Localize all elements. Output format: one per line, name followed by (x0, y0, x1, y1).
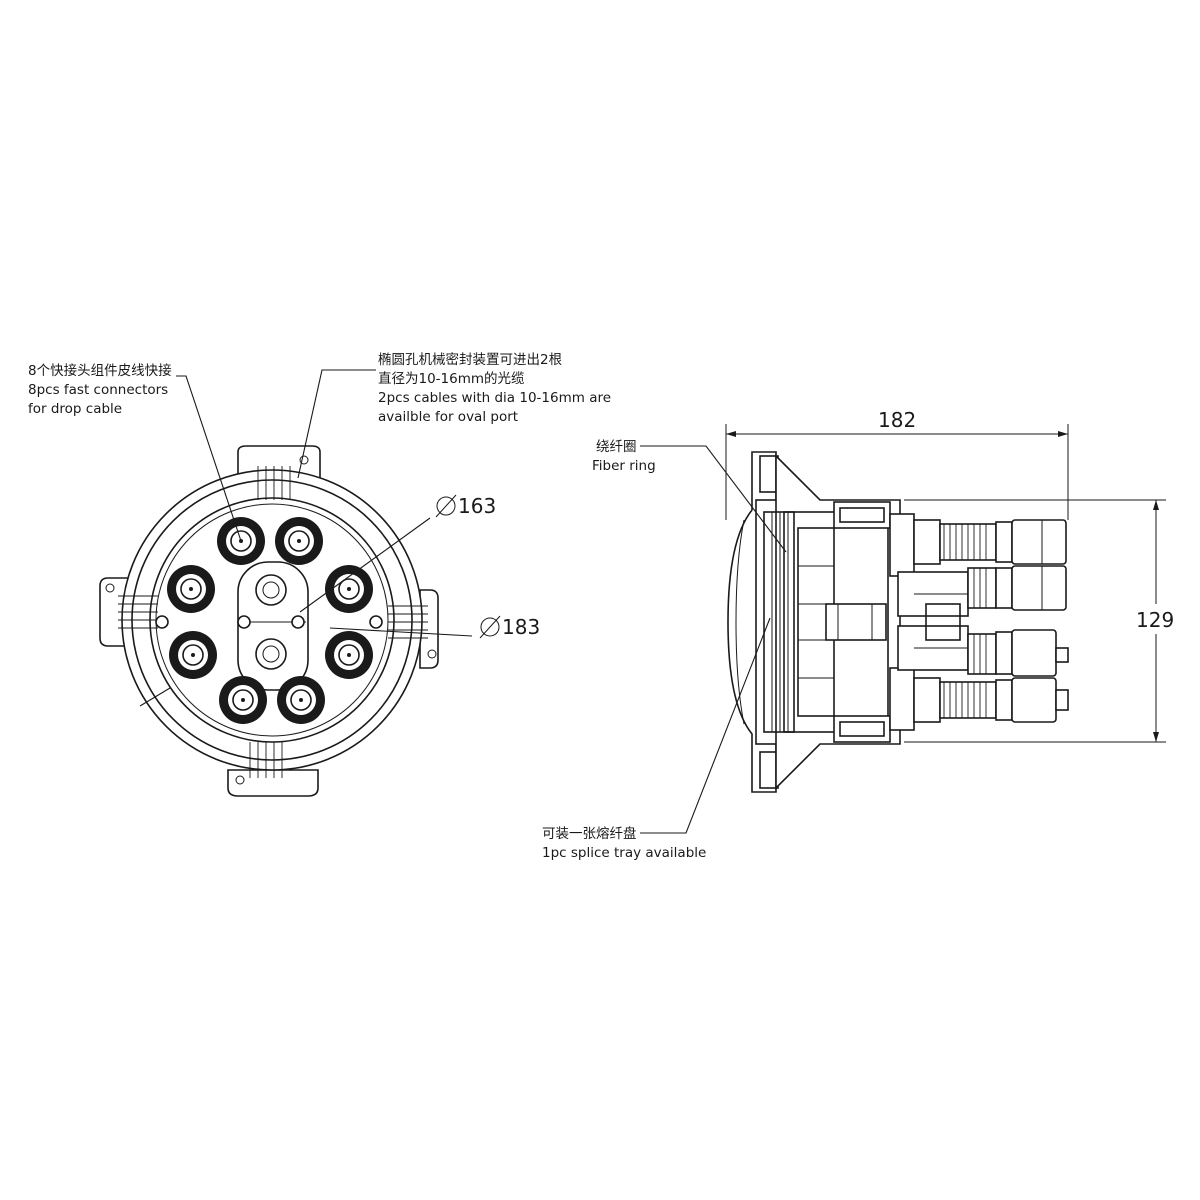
splice-tray-callout: 可装一张熔纤盘 1pc splice tray available (542, 825, 706, 861)
fiber-ring-callout: 绕纤圈 Fiber ring (592, 439, 656, 474)
screw-boss (369, 615, 383, 629)
left-ribs (105, 583, 158, 629)
dim-length-182: 182 (725, 408, 1069, 520)
clamp-bolt-left (237, 615, 251, 629)
oval-port-upper-core (262, 581, 280, 599)
oval-port-label-en-2: availble for oval port (378, 409, 518, 425)
screw-boss (155, 615, 169, 629)
bottom-lug (227, 769, 319, 797)
connectors-label-en-2: for drop cable (28, 401, 122, 417)
fast-connector (169, 631, 217, 679)
dim-height-129: 129 (904, 499, 1178, 743)
side-connector (913, 519, 1067, 565)
fiber-ring-label-en: Fiber ring (592, 458, 656, 474)
fiber-ring-leader (640, 445, 787, 553)
right-ribs (388, 605, 437, 659)
side-connector (967, 629, 1069, 677)
height-129-value: 129 (1136, 608, 1174, 632)
port-housing-upper (889, 513, 915, 577)
left-lug (99, 577, 129, 647)
side-view (640, 445, 1069, 834)
splice-tray-leader (640, 617, 771, 834)
diameter-symbol-icon (435, 494, 457, 518)
oval-port-leader (297, 369, 376, 479)
connectors-leader (176, 375, 242, 542)
side-connector (967, 565, 1067, 611)
splice-tray-label-en: 1pc splice tray available (542, 845, 706, 861)
dia183-leader (329, 627, 473, 637)
fast-connector (275, 517, 323, 565)
dim-diameter-163: 163 (435, 494, 496, 518)
right-lug (419, 589, 439, 669)
bottom-ribs (235, 742, 283, 785)
dim-diameter-183: 183 (479, 615, 540, 639)
clamp-bolt-right (291, 615, 305, 629)
top-ribs (257, 455, 309, 500)
splice-tray-label-zh: 可装一张熔纤盘 (542, 825, 637, 842)
side-connector (913, 677, 1069, 723)
front-view (99, 369, 473, 797)
oval-port-lower (255, 638, 287, 670)
connectors-label-zh: 8个快接头组件皮线快接 (28, 362, 172, 379)
length-182-value: 182 (878, 408, 916, 432)
diameter-163-value: 163 (458, 494, 496, 518)
port-housing-lower (889, 667, 915, 731)
connectors-callout: 8个快接头组件皮线快接 8pcs fast connectors for dro… (28, 362, 172, 417)
oval-port-lower-core (262, 645, 280, 663)
oval-port-label-zh-1: 椭圆孔机械密封装置可进出2根 (378, 351, 563, 368)
fast-connector (325, 565, 373, 613)
fast-connector (219, 676, 267, 724)
connectors-label-en-1: 8pcs fast connectors (28, 382, 168, 398)
oval-port-label-en-1: 2pcs cables with dia 10-16mm are (378, 390, 611, 406)
oval-port-body (237, 561, 309, 691)
fiber-ring (763, 511, 795, 733)
fiber-ring-label-zh: 绕纤圈 (596, 439, 637, 455)
center-spindle (825, 603, 887, 641)
oval-port-label-zh-2: 直径为10-16mm的光缆 (378, 371, 525, 387)
fast-connector (167, 565, 215, 613)
fast-connector (277, 676, 325, 724)
diameter-183-value: 183 (502, 615, 540, 639)
diameter-symbol-icon (479, 615, 501, 639)
fast-connector (325, 631, 373, 679)
dia163-leader (299, 517, 431, 613)
oval-port-upper (255, 574, 287, 606)
oval-port-callout: 椭圆孔机械密封装置可进出2根 直径为10-16mm的光缆 2pcs cables… (378, 351, 611, 425)
fast-connectors (167, 517, 373, 724)
